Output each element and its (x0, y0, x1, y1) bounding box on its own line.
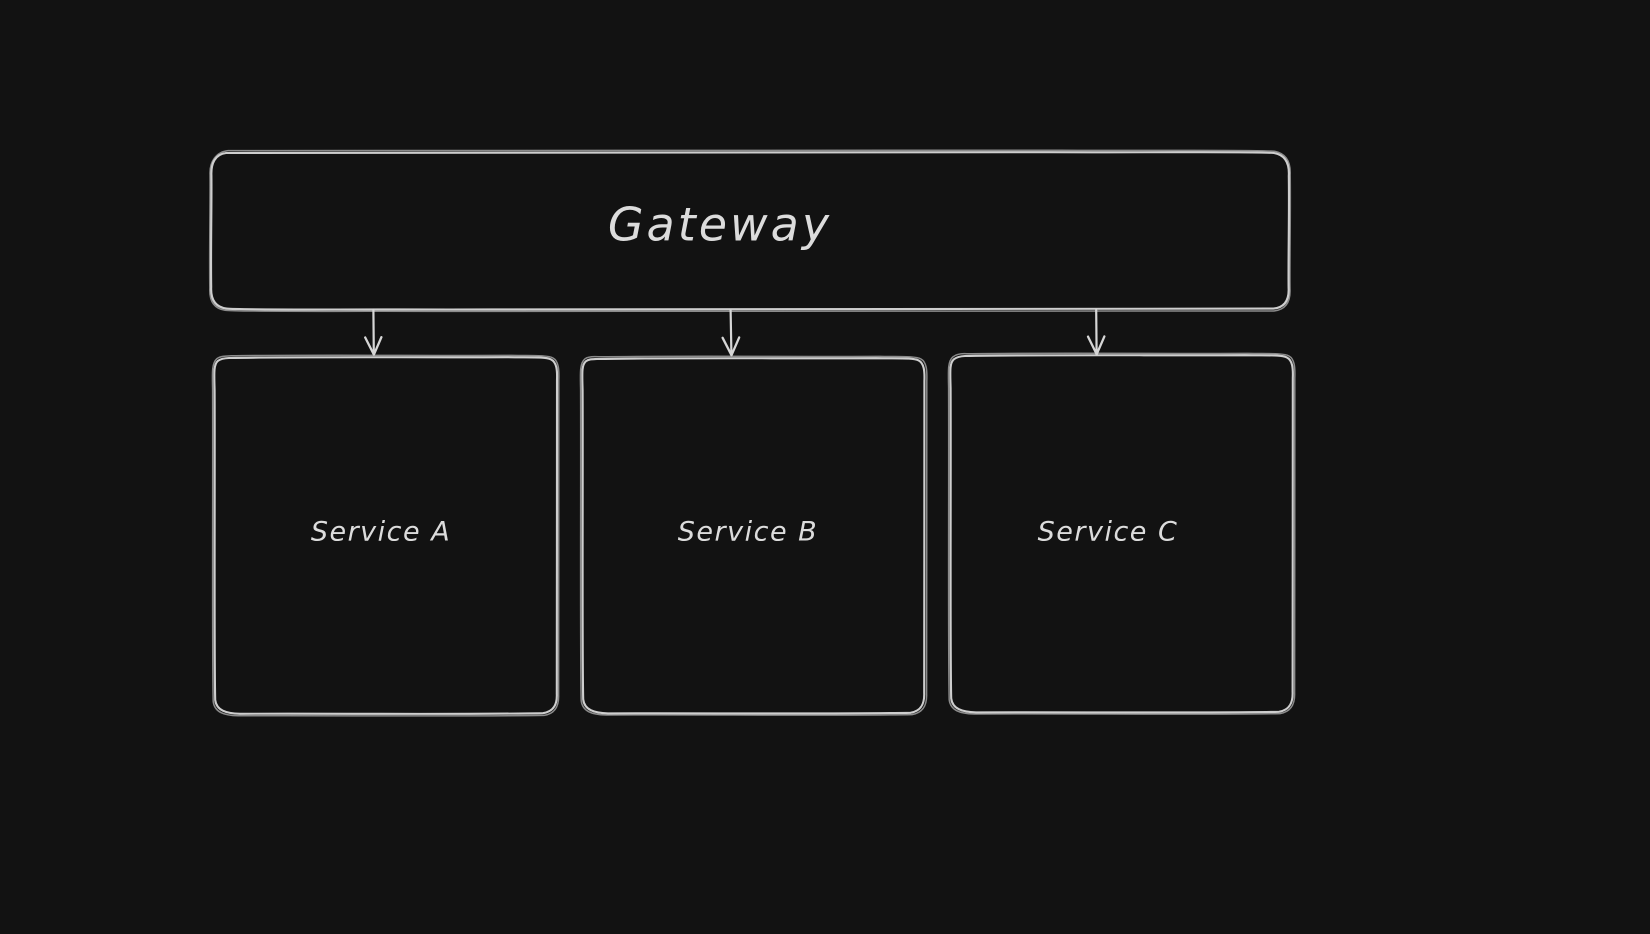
node-service-a-outline-primary (213, 356, 559, 715)
node-gateway-label: Gateway (608, 198, 832, 252)
node-gateway[interactable]: Gateway (208, 149, 1292, 313)
node-gateway-outline-primary (209, 151, 1291, 311)
node-service-b-outline-secondary (579, 355, 928, 716)
node-service-c-label: Service C (1038, 517, 1179, 548)
node-service-c-outline-primary (949, 354, 1295, 714)
edge-gateway-service-b-arrowhead (721, 336, 741, 357)
node-service-b-outline-primary (581, 357, 926, 715)
edge-gateway-service-a (364, 308, 383, 356)
node-service-c-outline-secondary (947, 352, 1296, 715)
edge-gateway-service-b-line (729, 308, 733, 356)
edge-gateway-service-c (1086, 308, 1106, 356)
node-gateway-outline-secondary (208, 149, 1292, 313)
edge-gateway-service-b (721, 308, 741, 357)
node-service-a-outline-secondary (211, 354, 560, 717)
node-service-b-label: Service B (678, 517, 818, 548)
node-service-b[interactable]: Service B (579, 355, 928, 716)
node-service-a[interactable]: Service A (211, 354, 560, 717)
node-service-c[interactable]: Service C (947, 352, 1296, 715)
node-service-a-label: Service A (311, 517, 451, 548)
